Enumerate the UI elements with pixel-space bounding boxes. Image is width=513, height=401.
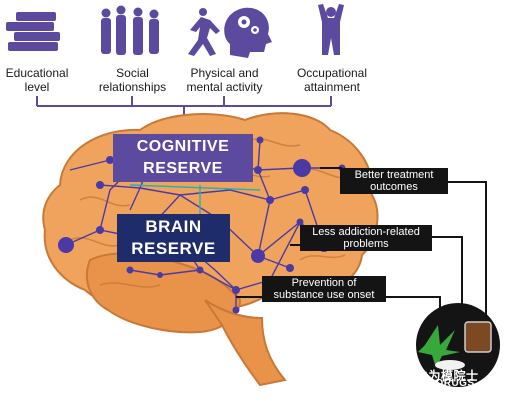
factor-label-occupation: Occupational attainment: [296, 66, 368, 94]
businessman-icon: [318, 4, 344, 55]
cognitive-reserve-box: COGNITIVE RESERVE: [113, 134, 253, 182]
people-group-icon: [101, 5, 159, 55]
outcome-better-treatment: Better treatment outcomes: [340, 168, 448, 194]
books-icon: [6, 12, 60, 51]
outcome-less-addiction: Less addiction-related problems: [300, 225, 432, 251]
outcome-prevention: Prevention of substance use onset: [262, 276, 386, 302]
factor-label-social: Social relationships: [98, 66, 167, 94]
factor-label-activity: Physical and mental activity: [186, 66, 263, 94]
factor-label-education: Educational level: [5, 66, 69, 94]
drugs-icon: [416, 303, 500, 387]
runner-gears-head-icon: [188, 7, 272, 58]
watermark: 朱为模院士: [416, 369, 479, 383]
drugs-label: DRUGS: [436, 378, 475, 389]
brain-reserve-box: BRAIN RESERVE: [117, 214, 230, 262]
